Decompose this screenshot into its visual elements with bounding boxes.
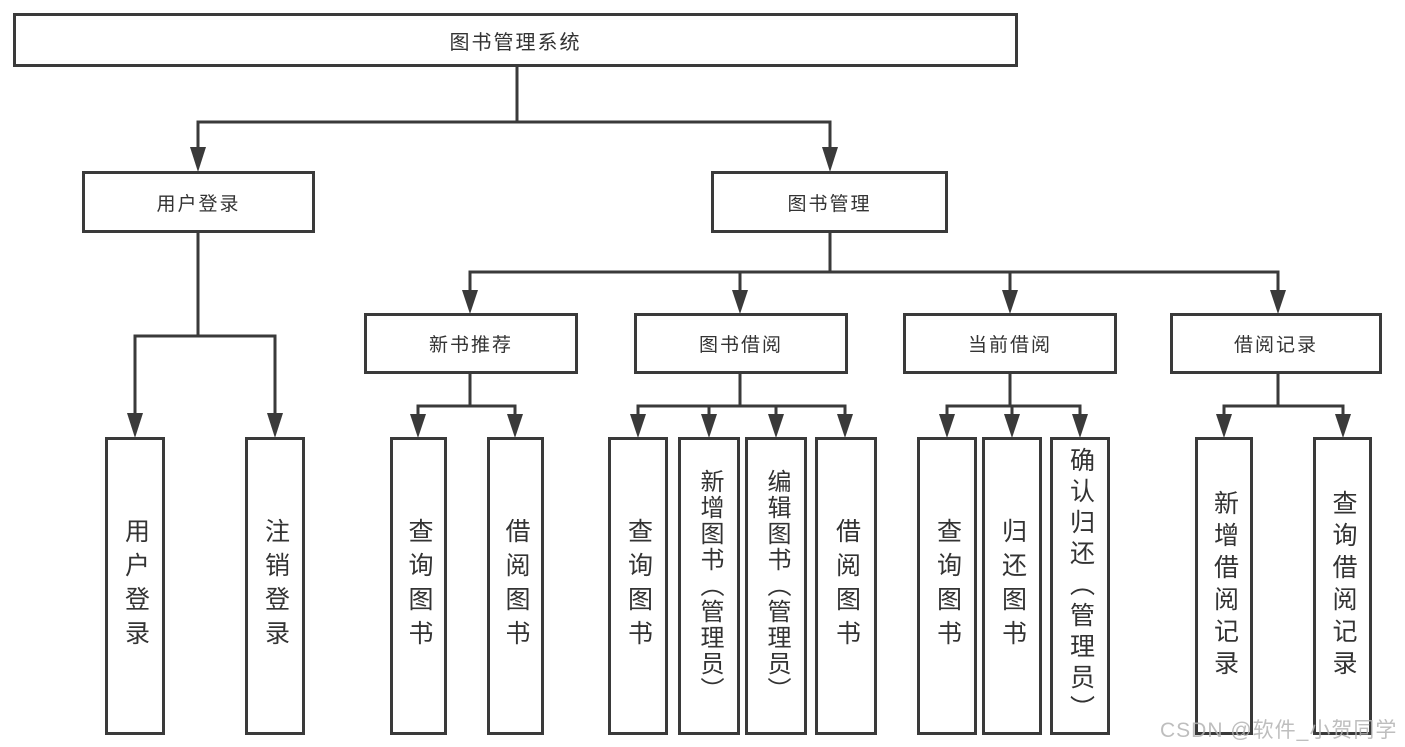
node-book-management: 图书管理	[711, 171, 948, 233]
leaf-borrow-books-borrowing: 借阅图书	[815, 437, 877, 735]
node-label: 查询图书	[624, 518, 653, 654]
node-label: 确认归还（管理员）	[1066, 446, 1095, 726]
leaf-confirm-return-admin: 确认归还（管理员）	[1050, 437, 1110, 735]
csdn-watermark: CSDN @软件_小贺同学	[1160, 719, 1398, 742]
leaf-add-borrow-record: 新增借阅记录	[1195, 437, 1253, 735]
node-label: 新书推荐	[428, 335, 513, 356]
node-label: 注销登录	[261, 518, 290, 654]
leaf-borrow-books-recommend: 借阅图书	[487, 437, 544, 735]
node-label: 用户登录	[156, 193, 241, 215]
node-label: 新增图书（管理员）	[696, 469, 723, 703]
node-label: 用户登录	[121, 518, 150, 654]
arrowhead-group	[127, 147, 1351, 438]
leaf-return-books: 归还图书	[982, 437, 1042, 735]
node-label: 编辑图书（管理员）	[763, 469, 790, 703]
leaf-query-borrow-record: 查询借阅记录	[1313, 437, 1372, 735]
node-label: 借阅图书	[832, 518, 861, 654]
node-label: 当前借阅	[967, 335, 1052, 356]
node-label: 查询图书	[405, 518, 433, 654]
leaf-user-login: 用户登录	[105, 437, 165, 735]
node-borrow-records: 借阅记录	[1170, 313, 1382, 374]
node-label: 图书管理	[787, 193, 872, 215]
node-new-book-recommend: 新书推荐	[364, 313, 578, 374]
leaf-add-books-admin: 新增图书（管理员）	[678, 437, 740, 735]
node-label: 图书借阅	[698, 335, 783, 356]
node-user-login: 用户登录	[82, 171, 315, 233]
node-current-borrowing: 当前借阅	[903, 313, 1117, 374]
node-label: 借阅图书	[502, 518, 530, 654]
leaf-logout: 注销登录	[245, 437, 305, 735]
node-label: 借阅记录	[1233, 335, 1318, 356]
node-label: 新增借阅记录	[1210, 490, 1239, 682]
node-library-system: 图书管理系统	[13, 13, 1018, 67]
leaf-edit-books-admin: 编辑图书（管理员）	[745, 437, 807, 735]
node-book-borrowing: 图书借阅	[634, 313, 848, 374]
leaf-query-books-current: 查询图书	[917, 437, 977, 735]
node-label: 图书管理系统	[449, 31, 582, 54]
leaf-query-books-borrowing: 查询图书	[608, 437, 668, 735]
node-label: 查询图书	[933, 518, 962, 654]
leaf-query-books-recommend: 查询图书	[390, 437, 447, 735]
node-label: 查询借阅记录	[1329, 490, 1357, 682]
node-label: 归还图书	[998, 518, 1027, 654]
